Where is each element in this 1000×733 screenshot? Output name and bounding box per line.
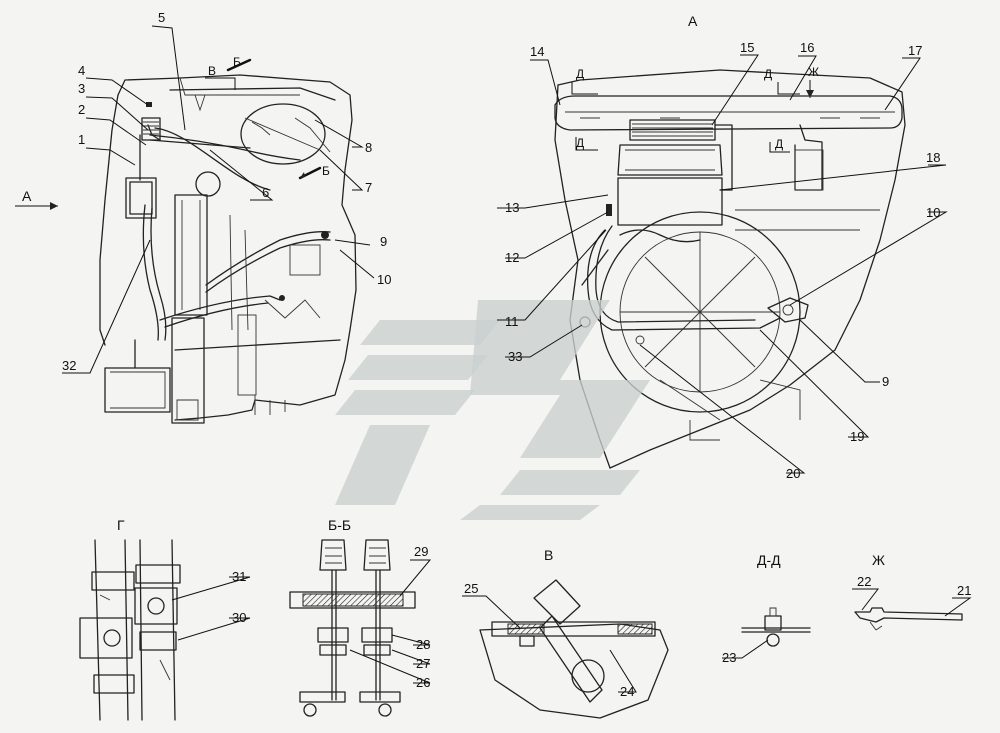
- detail-g: [79, 539, 181, 721]
- label-9-right: 9: [882, 374, 889, 389]
- label-22: 22: [857, 574, 871, 589]
- label-30: 30: [232, 610, 246, 625]
- label-10: 10: [377, 272, 391, 287]
- label-6: 6: [262, 185, 269, 200]
- label-19: 19: [850, 429, 864, 444]
- label-23: 23: [722, 650, 736, 665]
- marker-v: В: [208, 64, 216, 78]
- label-18: 18: [926, 150, 940, 165]
- label-13: 13: [505, 200, 519, 215]
- label-8: 8: [365, 140, 372, 155]
- label-12: 12: [505, 250, 519, 265]
- label-9: 9: [380, 234, 387, 249]
- detail-v-title: В: [544, 547, 553, 563]
- section-bb-title: Б-Б: [328, 517, 351, 533]
- part-labels: 1 2 3 4 5 6 7 8 9 10 32 9 10 11 12 13 14…: [62, 10, 971, 699]
- detail-v: [479, 579, 669, 719]
- label-2: 2: [78, 102, 85, 117]
- label-3: 3: [78, 81, 85, 96]
- view-a: [554, 69, 906, 469]
- label-32: 32: [62, 358, 76, 373]
- label-31: 31: [232, 569, 246, 584]
- label-5: 5: [158, 10, 165, 25]
- section-dd-title: Д-Д: [757, 552, 781, 568]
- label-21: 21: [957, 583, 971, 598]
- marker-d-3: Д: [764, 67, 772, 81]
- detail-g-title: Г: [117, 517, 125, 533]
- marker-d-1: Д: [576, 67, 584, 81]
- label-16: 16: [800, 40, 814, 55]
- marker-b-bottom: Б: [322, 164, 330, 178]
- label-15: 15: [740, 40, 754, 55]
- label-27: 27: [416, 656, 430, 671]
- label-11: 11: [505, 314, 519, 329]
- label-25: 25: [464, 581, 478, 596]
- section-dd: [741, 607, 811, 647]
- marker-d-2: Д: [576, 136, 584, 150]
- label-29: 29: [414, 544, 428, 559]
- label-28: 28: [416, 637, 430, 652]
- label-20: 20: [786, 466, 800, 481]
- detail-zh-title: Ж: [872, 552, 885, 568]
- marker-d-4: Д: [775, 137, 783, 151]
- leader-lines: [62, 25, 972, 693]
- label-4: 4: [78, 63, 85, 78]
- label-24: 24: [620, 684, 634, 699]
- view-a-title: А: [688, 13, 698, 29]
- label-26: 26: [416, 675, 430, 690]
- marker-b-top: Б: [233, 55, 241, 69]
- label-1: 1: [78, 132, 85, 147]
- label-33: 33: [508, 349, 522, 364]
- label-14: 14: [530, 44, 544, 59]
- label-7: 7: [365, 180, 372, 195]
- marker-zh: Ж: [808, 65, 819, 79]
- section-bb: [289, 539, 416, 717]
- section-markers: [15, 58, 814, 210]
- view-labels: А А Б Б В Д Д Д Д Ж Г Б-Б В Д-Д Ж: [22, 13, 885, 568]
- left-main-view: [99, 74, 357, 424]
- label-10-right: 10: [926, 205, 940, 220]
- detail-zh: [854, 607, 963, 631]
- watermark-logo: [335, 300, 650, 520]
- label-17: 17: [908, 43, 922, 58]
- arrow-a-label: А: [22, 188, 32, 204]
